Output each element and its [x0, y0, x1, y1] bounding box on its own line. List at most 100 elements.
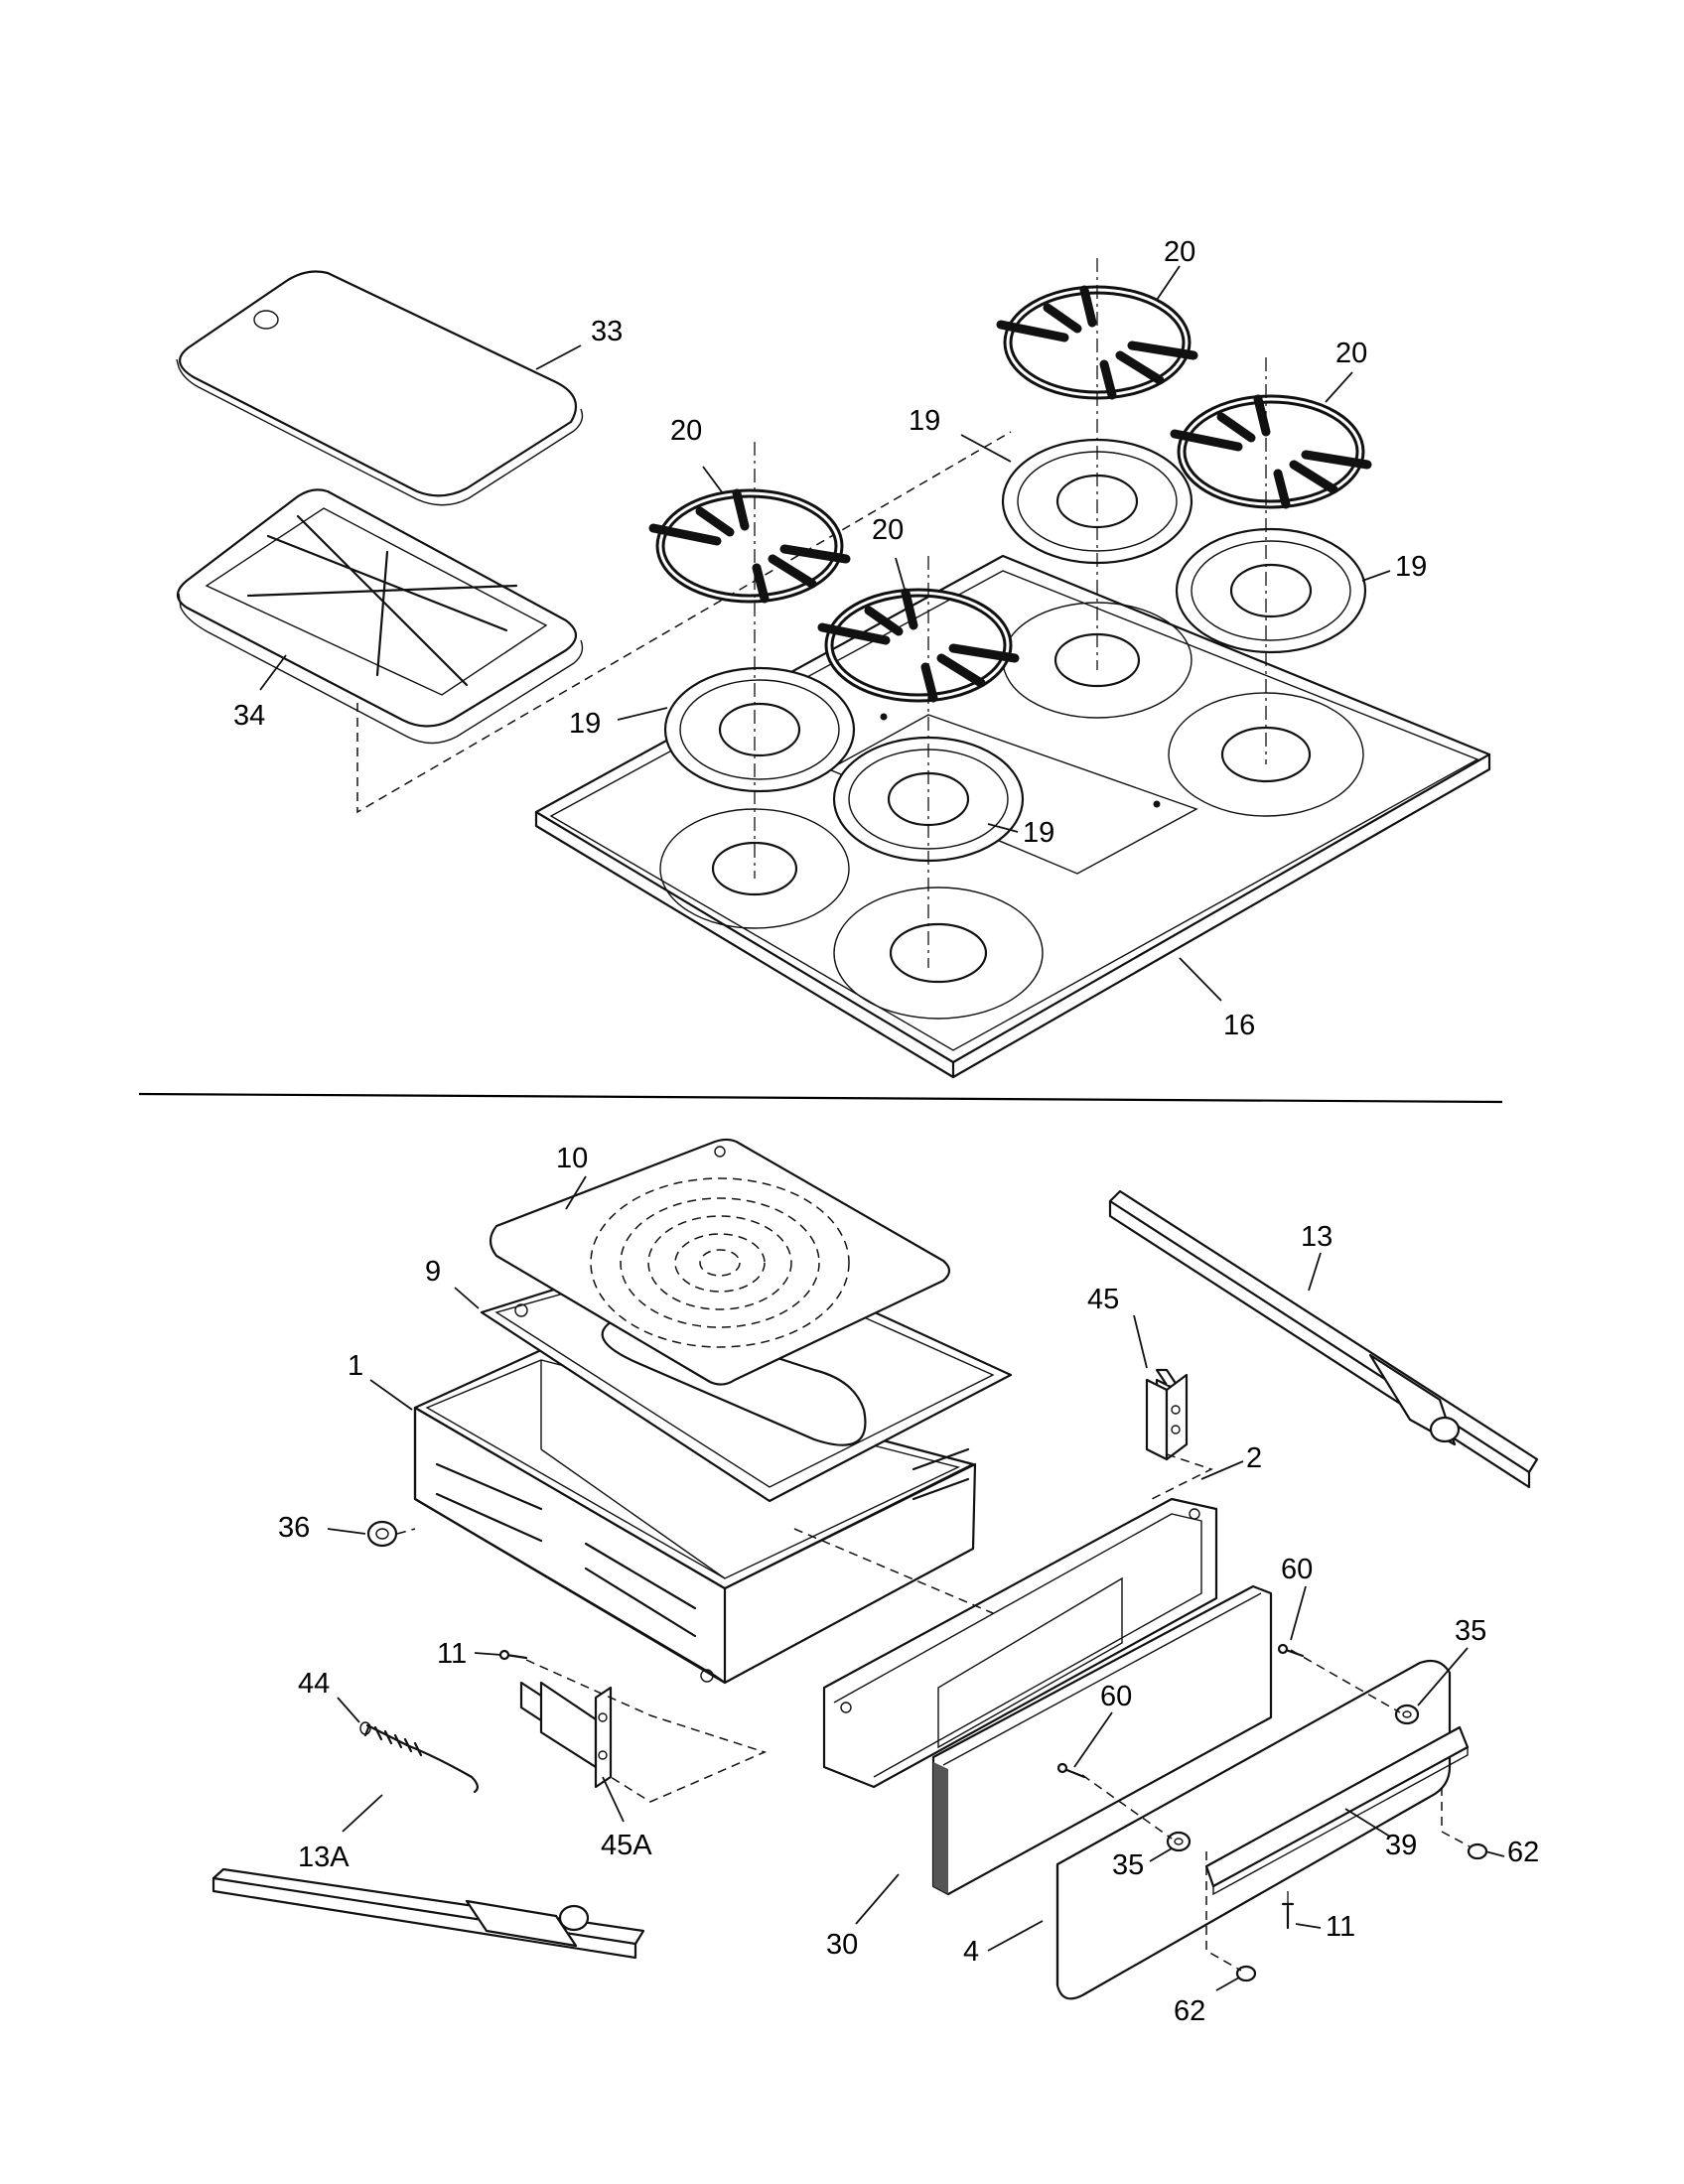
callout-19-upper: 19 — [909, 405, 940, 437]
callout-20-left: 20 — [670, 415, 702, 447]
leader-35-right — [1417, 1647, 1469, 1706]
leader-9 — [454, 1287, 480, 1309]
screw-60-center — [1056, 1762, 1086, 1779]
drip-pan-34 — [176, 488, 584, 745]
leader-33 — [535, 344, 582, 370]
leader-36 — [327, 1528, 366, 1535]
leader-30 — [855, 1873, 900, 1925]
leader-19-upper — [960, 434, 1012, 463]
callout-19-left: 19 — [569, 708, 601, 740]
assembly-line-screws — [1081, 1649, 1401, 1840]
callout-19-center: 19 — [1023, 817, 1054, 849]
callout-62-right: 62 — [1507, 1837, 1539, 1868]
front-panel-4 — [1055, 1659, 1452, 2000]
leader-4 — [987, 1920, 1044, 1952]
callout-62-left: 62 — [1174, 1995, 1205, 2027]
leader-62-right — [1484, 1850, 1505, 1857]
leader-45 — [1133, 1314, 1148, 1369]
grate-20-center — [817, 588, 1020, 703]
callout-20-upper: 20 — [1164, 236, 1195, 268]
leader-20-center — [895, 557, 907, 594]
grommet-35-left — [1166, 1831, 1192, 1852]
drawer-frame-2 — [822, 1497, 1218, 1789]
leader-11-left — [474, 1652, 502, 1656]
nut-62-right — [1467, 1843, 1488, 1860]
callout-2: 2 — [1246, 1442, 1262, 1474]
assembly-line-45A — [525, 1659, 768, 1803]
leader-20-left — [702, 466, 724, 494]
assembly-line-nuts — [1205, 1787, 1471, 1972]
leader-1 — [369, 1379, 413, 1411]
leader-19-right — [1361, 570, 1391, 582]
callout-13: 13 — [1301, 1221, 1333, 1253]
screw-11-left — [498, 1649, 528, 1661]
grommet-35-right — [1394, 1704, 1420, 1725]
leader-13A — [342, 1794, 383, 1833]
callout-35-right: 35 — [1455, 1615, 1486, 1647]
screw-60-right — [1277, 1643, 1305, 1658]
leader-60-center — [1073, 1711, 1113, 1768]
leader-34 — [259, 654, 287, 691]
callout-9: 9 — [425, 1256, 441, 1288]
griddle-cover-10 — [489, 1138, 951, 1386]
callout-45A: 45A — [601, 1830, 652, 1861]
drawer-body-1 — [413, 1348, 977, 1685]
section-divider — [138, 1092, 1503, 1104]
assembly-line-drawer — [793, 1528, 994, 1614]
callout-36: 36 — [278, 1512, 310, 1544]
callout-60-center: 60 — [1100, 1681, 1132, 1712]
rail-13 — [1108, 1189, 1539, 1489]
grate-20-right — [1170, 394, 1372, 509]
callout-44: 44 — [298, 1668, 330, 1700]
knob-36 — [366, 1520, 398, 1548]
wood-panel-30 — [931, 1584, 1273, 1896]
callout-11-bottom: 11 — [1326, 1911, 1355, 1943]
bracket-45A — [519, 1681, 613, 1789]
leader-2 — [1200, 1460, 1244, 1480]
burner-bowl-19-left — [663, 666, 856, 793]
callout-33: 33 — [591, 316, 623, 347]
callout-60-right: 60 — [1281, 1554, 1313, 1585]
callout-20-right: 20 — [1335, 338, 1367, 369]
leader-35-left — [1149, 1847, 1173, 1862]
leader-39 — [1344, 1808, 1391, 1838]
callout-19-right: 19 — [1395, 551, 1427, 583]
leader-20-right — [1325, 371, 1353, 403]
leader-20-upper — [1156, 265, 1181, 301]
callout-13A: 13A — [298, 1842, 350, 1873]
callout-4: 4 — [963, 1936, 979, 1968]
leader-16 — [1179, 957, 1222, 1002]
leader-10 — [565, 1175, 587, 1210]
callout-20-center: 20 — [872, 514, 904, 546]
callout-30: 30 — [826, 1929, 858, 1961]
leader-11-bottom — [1295, 1923, 1322, 1929]
callout-1: 1 — [348, 1350, 363, 1382]
leader-19-left — [617, 707, 668, 721]
leader-60-right — [1290, 1585, 1307, 1641]
callout-10: 10 — [556, 1143, 588, 1174]
nut-62-left — [1235, 1965, 1257, 1982]
burner-bowl-19-right — [1175, 527, 1367, 654]
callout-45: 45 — [1087, 1284, 1119, 1315]
rail-13A — [211, 1867, 645, 1960]
griddle-plate-33 — [176, 270, 584, 506]
bracket-45 — [1145, 1368, 1189, 1461]
assembly-line-45 — [1151, 1453, 1213, 1500]
leader-62-left — [1215, 1977, 1240, 1991]
callout-11-left: 11 — [437, 1638, 467, 1670]
grate-20-left — [648, 488, 851, 604]
handle-39 — [1204, 1725, 1470, 1896]
assembly-line-knob — [396, 1528, 416, 1535]
callout-35-left: 35 — [1112, 1849, 1144, 1881]
screw-11-bottom — [1281, 1902, 1295, 1930]
callout-39: 39 — [1385, 1830, 1417, 1861]
leader-19-center — [987, 823, 1019, 833]
drip-pan-guide-line — [356, 431, 1012, 814]
callout-16: 16 — [1223, 1010, 1255, 1041]
leader-45A — [602, 1776, 625, 1823]
spring-44 — [359, 1721, 479, 1794]
leader-13 — [1308, 1252, 1322, 1292]
leader-44 — [337, 1697, 360, 1723]
callout-34: 34 — [233, 700, 265, 732]
